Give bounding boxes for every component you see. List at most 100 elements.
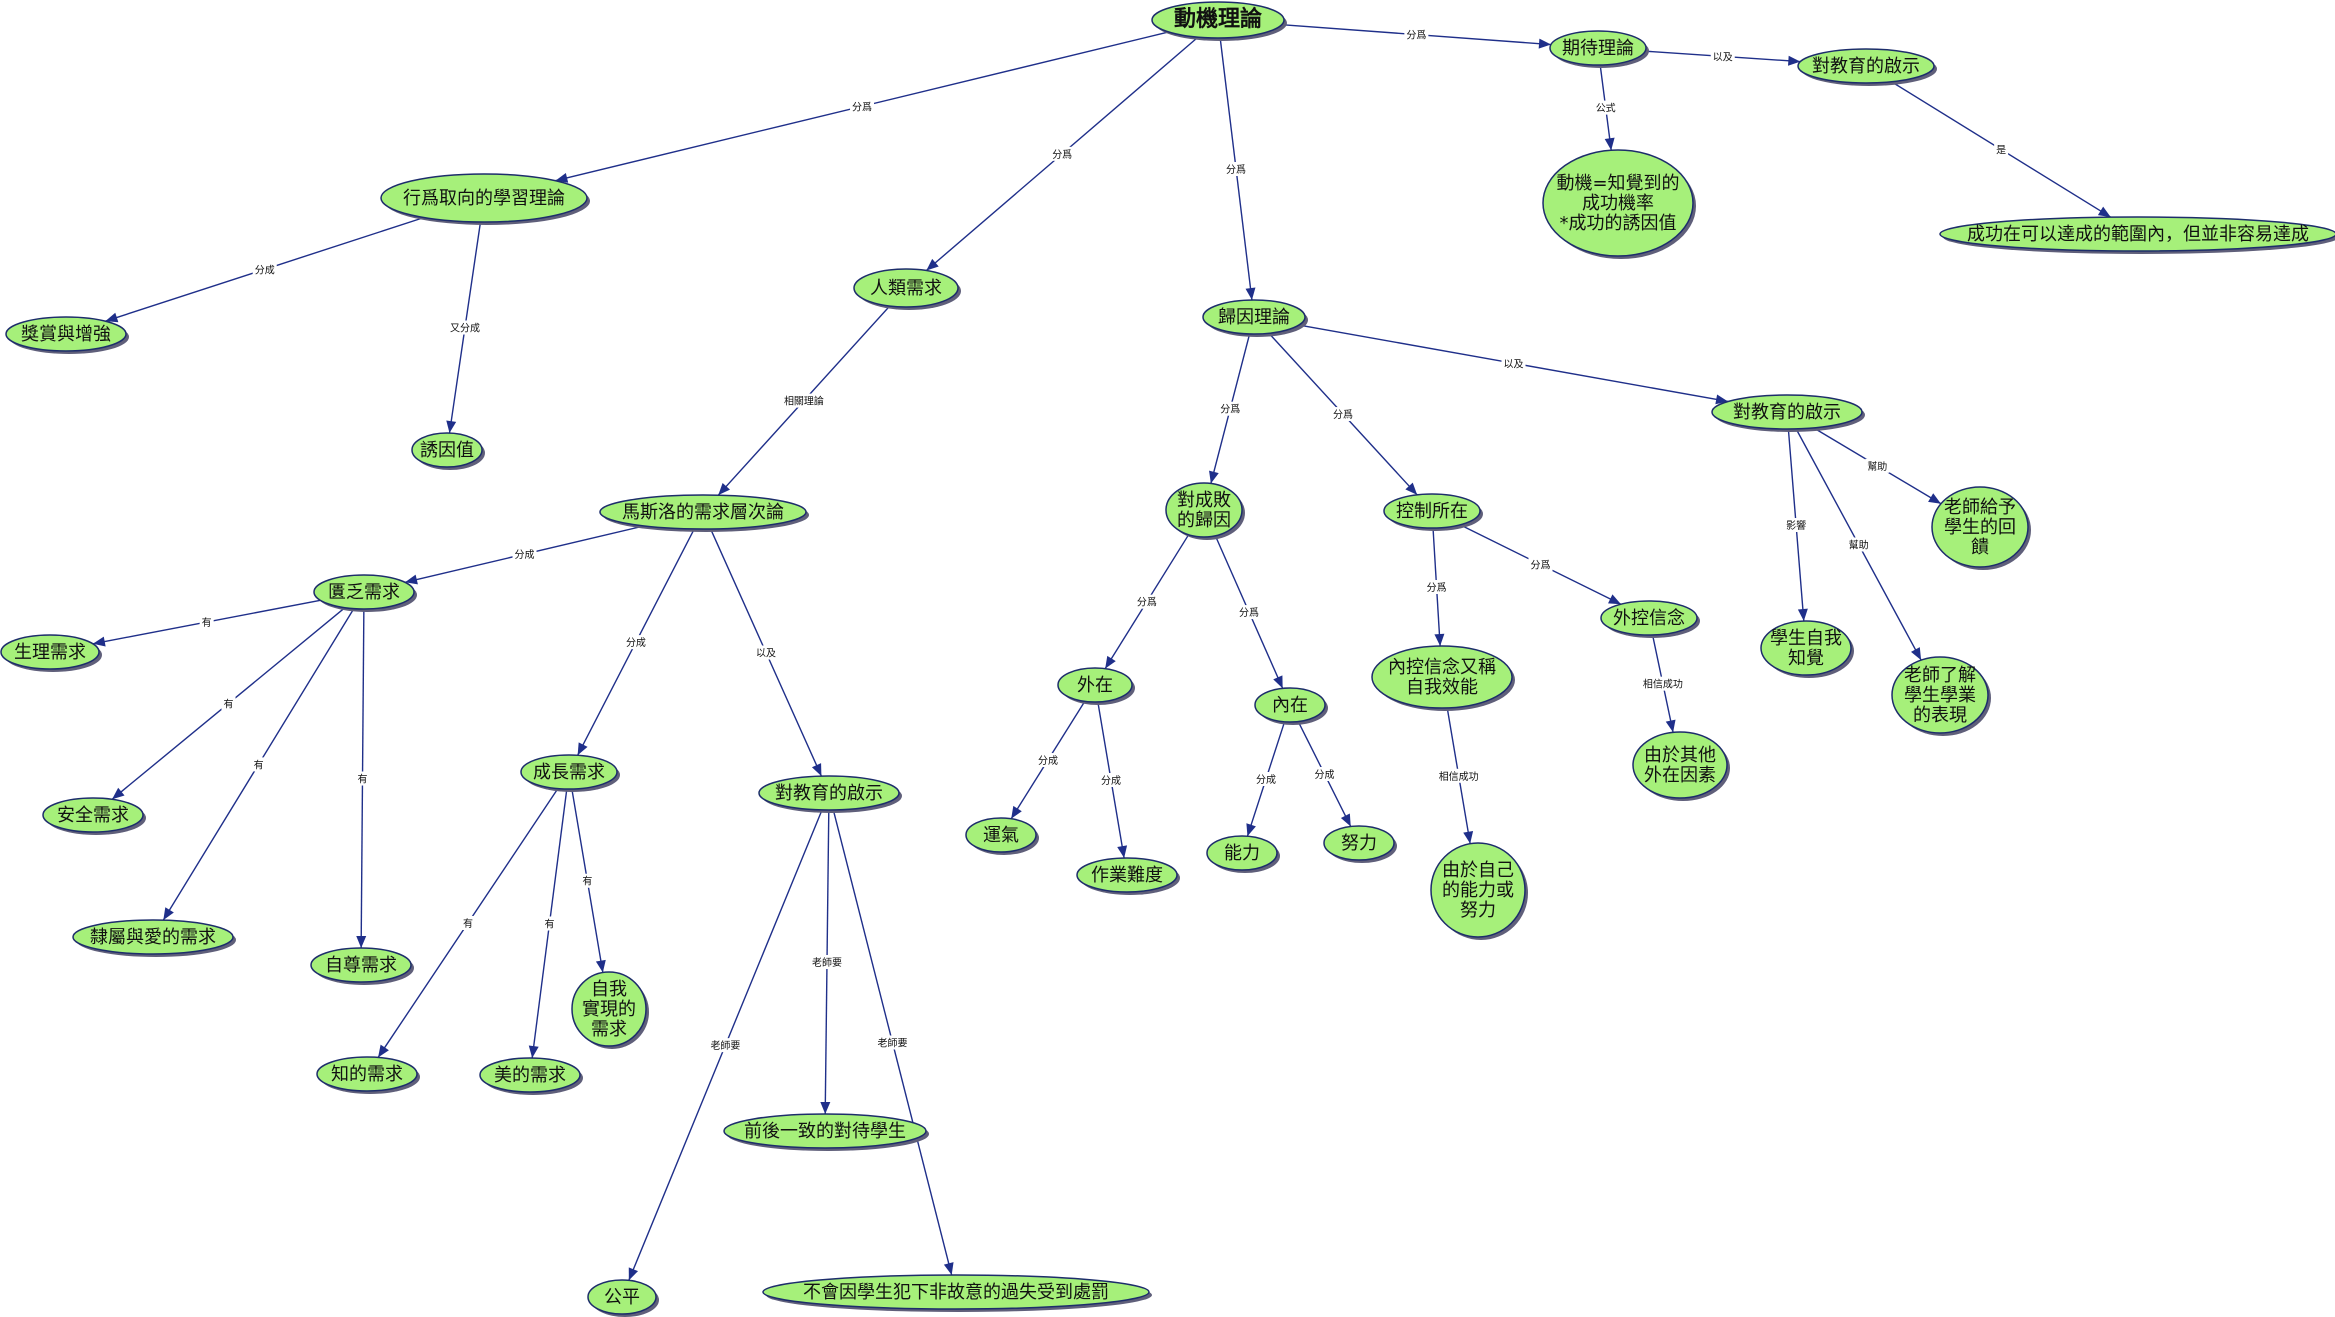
node-label: 的表現	[1913, 705, 1967, 726]
edge-label-bg	[623, 635, 648, 650]
concept-node-edu3[interactable]: 對教育的啟示	[1711, 394, 1865, 432]
arrowhead-icon	[2097, 206, 2111, 218]
concept-node-root[interactable]: 動機理論	[1151, 1, 1287, 41]
edge-edu1-success: 是	[1891, 81, 2112, 218]
node-ellipse	[1165, 482, 1243, 538]
edge-label: 分爲	[1427, 582, 1447, 594]
concept-node-locus[interactable]: 控制所在	[1383, 493, 1483, 531]
concept-node-luck[interactable]: 運氣	[965, 817, 1039, 855]
node-ellipse	[853, 268, 959, 308]
concept-node-expect[interactable]: 期待理論	[1549, 30, 1649, 68]
node-label: 內控信念又稱	[1388, 656, 1496, 678]
node-ellipse	[1542, 149, 1694, 257]
arrowhead-icon	[378, 1044, 389, 1058]
concept-node-extctrl[interactable]: 外控信念	[1600, 600, 1700, 638]
edge-label: 相信成功	[1439, 770, 1479, 783]
node-ellipse	[1939, 216, 2335, 252]
concept-node-safety[interactable]: 安全需求	[42, 797, 146, 835]
edge-label-bg	[1312, 767, 1337, 781]
edge-label-bg	[1331, 407, 1356, 422]
node-label: 對成敗	[1177, 490, 1231, 511]
concept-node-effort[interactable]: 努力	[1323, 825, 1397, 863]
node-label: 歸因理論	[1218, 307, 1290, 328]
node-label: 前後一致的對待學生	[744, 1121, 906, 1142]
arrowhead-icon	[1608, 594, 1621, 605]
node-label: 知的需求	[331, 1064, 403, 1085]
edge-label-bg	[1424, 580, 1449, 595]
edge-extctrl-byother: 相信成功	[1640, 634, 1685, 733]
concept-node-physio[interactable]: 生理需求	[0, 634, 102, 672]
concept-node-fair[interactable]: 公平	[587, 1279, 659, 1317]
node-ellipse	[1254, 687, 1326, 723]
node-ellipse	[599, 494, 807, 530]
concept-node-edu2[interactable]: 對教育的啟示	[758, 775, 902, 813]
edge-label: 是	[1996, 144, 2006, 156]
edge-external-luck: 分成	[1010, 700, 1086, 820]
edge-deficit-physio: 有	[92, 599, 321, 647]
arrowhead-icon	[1797, 608, 1808, 622]
node-label: 自我效能	[1406, 677, 1478, 698]
edge-label: 幫助	[1849, 538, 1869, 551]
concept-node-difficulty[interactable]: 作業難度	[1076, 857, 1180, 895]
edge-expect-edu1: 以及	[1645, 49, 1801, 66]
edge-internal-ability: 分成	[1246, 721, 1286, 837]
concept-node-esteem[interactable]: 自尊需求	[310, 947, 414, 985]
node-label: 自尊需求	[325, 955, 397, 976]
concept-node-incentive[interactable]: 誘因值	[411, 432, 485, 470]
concept-node-attrib[interactable]: 歸因理論	[1202, 299, 1308, 337]
concept-node-human[interactable]: 人類需求	[853, 268, 961, 310]
node-label: 能力	[1224, 843, 1260, 864]
concept-node-know[interactable]: 知的需求	[316, 1056, 420, 1094]
edge-label: 老師要	[710, 1039, 740, 1052]
concept-node-external[interactable]: 外在	[1057, 667, 1135, 705]
edge-root-behav: 分爲	[555, 31, 1169, 183]
concept-node-belong[interactable]: 隸屬與愛的需求	[72, 919, 236, 957]
edge-label: 又分成	[450, 323, 480, 335]
edge-behav-reward: 分成	[105, 216, 425, 323]
edge-label: 以及	[1713, 51, 1733, 63]
edge-label-bg	[580, 873, 595, 888]
concept-node-success[interactable]: 成功在可以達成的範圍內，但並非容易達成	[1939, 216, 2335, 254]
node-label: 誘因值	[420, 440, 474, 461]
edge-label: 分成	[255, 264, 275, 276]
concept-node-edu1[interactable]: 對教育的啟示	[1797, 48, 1937, 86]
concept-node-nopunish[interactable]: 不會因學生犯下非故意的過失受到處罰	[762, 1274, 1152, 1312]
edge-edu2-nopunish: 老師要	[832, 809, 954, 1276]
arrowhead-icon	[595, 959, 606, 973]
edge-label: 有	[545, 917, 555, 930]
concept-node-consistent[interactable]: 前後一致的對待學生	[723, 1113, 929, 1151]
concept-node-deficit[interactable]: 匱乏需求	[313, 574, 417, 612]
concept-node-growth[interactable]: 成長需求	[520, 754, 620, 792]
edge-label-bg	[355, 771, 370, 786]
node-label: 作業難度	[1091, 865, 1163, 886]
node-label: 控制所在	[1396, 501, 1468, 522]
edge-deficit-safety: 有	[111, 607, 346, 800]
arrowhead-icon	[1604, 137, 1615, 151]
concept-node-internal[interactable]: 內在	[1254, 687, 1328, 725]
concept-node-behav[interactable]: 行爲取向的學習理論	[380, 173, 590, 225]
node-label: 需求	[591, 1019, 627, 1040]
concept-node-beauty[interactable]: 美的需求	[479, 1057, 583, 1095]
concept-node-maslow[interactable]: 馬斯洛的需求層次論	[599, 494, 809, 532]
concept-node-reward[interactable]: 獎賞與增強	[5, 316, 129, 354]
node-label: 學生自我	[1770, 628, 1842, 649]
edge-deficit-belong: 有	[162, 608, 355, 921]
concept-node-ability[interactable]: 能力	[1206, 835, 1280, 873]
arrowhead-icon	[577, 742, 588, 756]
arrowhead-icon	[1463, 830, 1474, 844]
edge-maslow-growth: 分成	[576, 528, 695, 756]
edge-label-bg	[1436, 768, 1481, 783]
edge-label: 分爲	[1226, 164, 1246, 176]
node-label: 對教育的啟示	[1812, 56, 1920, 77]
node-ellipse	[380, 173, 588, 223]
